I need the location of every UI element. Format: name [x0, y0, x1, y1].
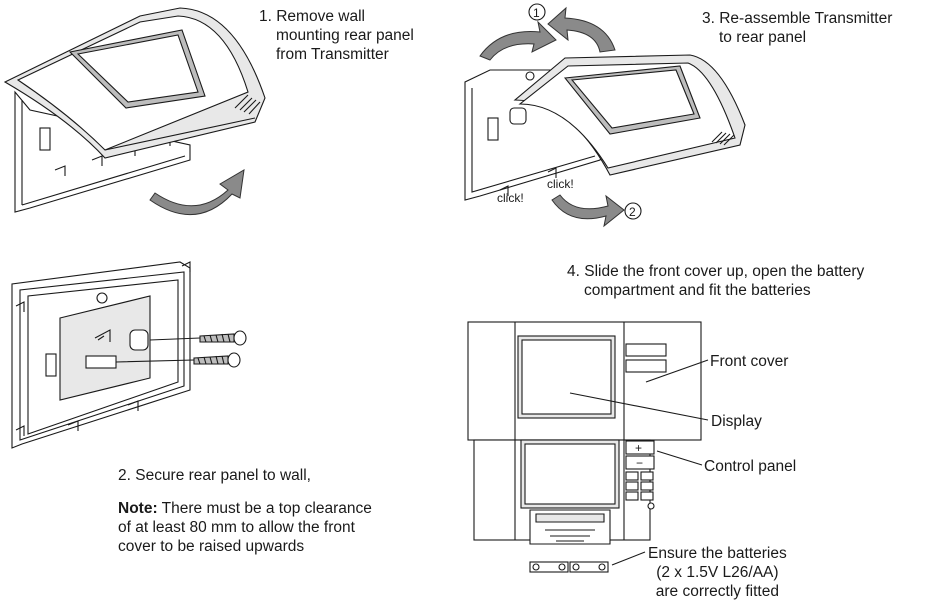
batteries-line1: Ensure the batteries [648, 545, 787, 562]
callout-display: Display [711, 413, 762, 430]
circled-number-2: 2 [629, 205, 636, 219]
minus-button-label: − [636, 456, 643, 470]
note-text: Note: There must be a top clearance of a… [118, 499, 372, 556]
callout-control-panel: Control panel [704, 458, 797, 475]
battery-icon [529, 561, 569, 573]
plus-button-label: + [635, 441, 642, 455]
callout-front-cover: Front cover [710, 353, 789, 370]
step4-line1: 4. Slide the front cover up, open the ba… [567, 263, 865, 280]
step3-text: 3. Re-assemble Transmitter to rear panel [702, 9, 892, 47]
callout-batteries: Ensure the batteries (2 x 1.5V L26/AA) a… [648, 544, 787, 601]
step3-line1: 3. Re-assemble Transmitter [702, 10, 893, 27]
batteries-line3: are correctly fitted [655, 583, 779, 600]
screw-icon [193, 352, 241, 368]
step1-text: 1. Remove wall mounting rear panel from … [259, 7, 414, 64]
figure-step2-rear-panel [11, 261, 247, 449]
screw-icon [199, 330, 247, 346]
step1-line1: 1. Remove wall [259, 8, 365, 25]
note-line2: of at least 80 mm to allow the front [118, 519, 355, 536]
note-line1: There must be a top clearance [161, 500, 372, 517]
note-line3: cover to be raised upwards [118, 538, 305, 555]
step4-line2: compartment and fit the batteries [584, 282, 811, 299]
batteries-line2: (2 x 1.5V L26/AA) [656, 564, 779, 581]
step2-line1: 2. Secure rear panel to wall, [118, 467, 311, 484]
click-label-2: click! [547, 177, 574, 191]
step3-line2: to rear panel [719, 29, 807, 46]
circled-number-1: 1 [533, 6, 540, 20]
figure-step4-front-view: + − [467, 321, 709, 573]
note-label: Note: [118, 500, 158, 517]
control-panel-buttons: + − [625, 440, 655, 510]
step1-line3: from Transmitter [276, 46, 389, 63]
battery-icon [569, 561, 609, 573]
step2-text: 2. Secure rear panel to wall, [118, 466, 311, 485]
click-label-1: click! [497, 191, 524, 205]
figure-step1-transmitter [3, 7, 266, 215]
step1-line2: mounting rear panel [276, 27, 414, 44]
step4-text: 4. Slide the front cover up, open the ba… [567, 262, 864, 300]
figure-step3-reassemble: 1 2 click! click! [464, 3, 746, 228]
